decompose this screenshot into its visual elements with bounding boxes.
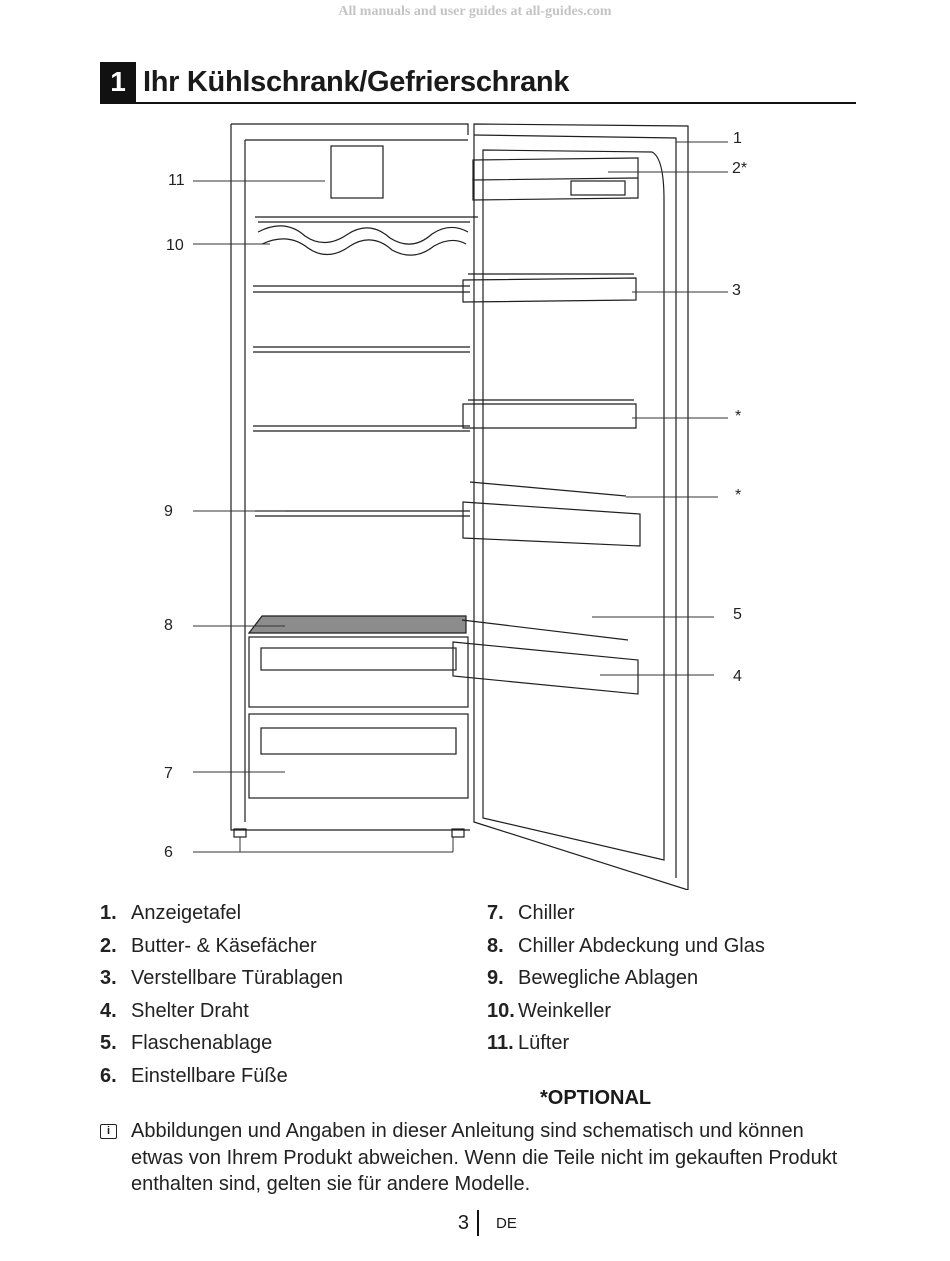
item-number: 5.	[100, 1032, 117, 1054]
glass-shelf	[253, 346, 470, 353]
list-item: 6. Einstellbare Füße	[100, 1061, 343, 1094]
list-item: 1. Anzeigetafel	[100, 898, 343, 931]
info-icon: i	[100, 1124, 117, 1139]
item-number: 8.	[487, 934, 504, 957]
parts-list-left: 1. Anzeigetafel 2. Butter- & Käsefächer 3.…	[100, 898, 343, 1093]
door-shelf	[462, 481, 641, 547]
disclaimer-note: Abbildungen und Angaben in dieser Anleit…	[131, 1120, 838, 1195]
page-title: Ihr Kühlschrank/Gefrierschrank	[143, 66, 570, 98]
callout-label: 5	[733, 606, 742, 623]
wine-rack	[255, 216, 478, 256]
chiller-cover	[247, 615, 467, 634]
item-label: Weinkeller	[518, 999, 611, 1022]
item-label: Chiller	[518, 902, 575, 924]
fridge-diagram: 1 2* 3 * * 5 4 11 10 9 8 7 6	[164, 123, 747, 890]
optional-label: *OPTIONAL	[540, 1087, 652, 1109]
door	[473, 123, 689, 890]
list-item: 7. Chiller	[487, 898, 765, 931]
footer-divider	[477, 1210, 479, 1236]
callout-label: 7	[164, 765, 173, 782]
language-code: DE	[496, 1215, 517, 1232]
parts-list-right: 7. Chiller 8. Chiller Abdeckung und Glas 9…	[487, 898, 765, 1061]
chiller-drawer	[248, 636, 469, 708]
list-item: 10.Weinkeller	[487, 996, 765, 1029]
item-number: 4.	[100, 999, 117, 1022]
callout-label: 4	[733, 668, 742, 685]
section-number: 1	[100, 62, 136, 102]
list-item: 2. Butter- & Käsefächer	[100, 931, 343, 964]
callout-label: 11	[168, 172, 185, 189]
item-number: 9.	[487, 967, 504, 989]
item-number: 10.	[487, 999, 515, 1022]
list-item: 9. Bewegliche Ablagen	[487, 963, 765, 996]
item-label: Chiller Abdeckung und Glas	[518, 934, 765, 957]
item-label: Einstellbare Füße	[131, 1064, 288, 1087]
item-number: 7.	[487, 902, 504, 924]
callout-label: 2*	[732, 160, 747, 177]
item-label: Butter- & Käsefächer	[131, 934, 317, 957]
item-label: Shelter Draht	[131, 999, 249, 1022]
item-label: Flaschenablage	[131, 1032, 273, 1054]
callout-label: 3	[732, 282, 741, 299]
item-number: 2.	[100, 934, 117, 957]
glass-shelf	[255, 510, 470, 517]
callout-label: 10	[166, 237, 184, 254]
leader-lines	[193, 141, 728, 853]
crisper-drawer	[248, 713, 469, 799]
item-number: 3.	[100, 967, 117, 989]
fridge-body	[230, 123, 689, 890]
page-footer: 3 DE	[0, 1210, 950, 1236]
list-item: 3. Verstellbare Türablagen	[100, 963, 343, 996]
glass-shelf	[253, 285, 470, 293]
bottle-shelf	[452, 619, 639, 695]
list-item: 11.Lüfter	[487, 1028, 765, 1061]
butter-compartment	[472, 157, 639, 201]
item-number: 6.	[100, 1064, 117, 1087]
page-number: 3	[457, 1212, 469, 1234]
callout-label: 6	[164, 844, 173, 861]
list-item: 4. Shelter Draht	[100, 996, 343, 1029]
item-label: Lüfter	[518, 1032, 570, 1054]
door-shelf	[462, 273, 637, 303]
list-item: 8. Chiller Abdeckung und Glas	[487, 931, 765, 964]
item-label: Bewegliche Ablagen	[518, 967, 699, 989]
item-number: 11.	[487, 1032, 514, 1054]
section-heading: 1 Ihr Kühlschrank/Gefrierschrank	[100, 62, 856, 104]
callout-label: 9	[164, 503, 173, 520]
callout-label: *	[735, 408, 741, 425]
watermark: All manuals and user guides at all-guide…	[338, 4, 612, 19]
list-item: 5. Flaschenablage	[100, 1028, 343, 1061]
item-label: Anzeigetafel	[131, 902, 242, 924]
callout-label: 1	[733, 130, 742, 147]
item-label: Verstellbare Türablagen	[131, 967, 343, 989]
glass-shelf	[253, 425, 470, 432]
item-number: 1.	[100, 902, 117, 924]
door-shelf	[462, 399, 637, 429]
callout-label: 8	[164, 617, 173, 634]
callout-label: *	[735, 487, 741, 504]
fan-box	[330, 145, 384, 199]
foot	[451, 828, 465, 838]
